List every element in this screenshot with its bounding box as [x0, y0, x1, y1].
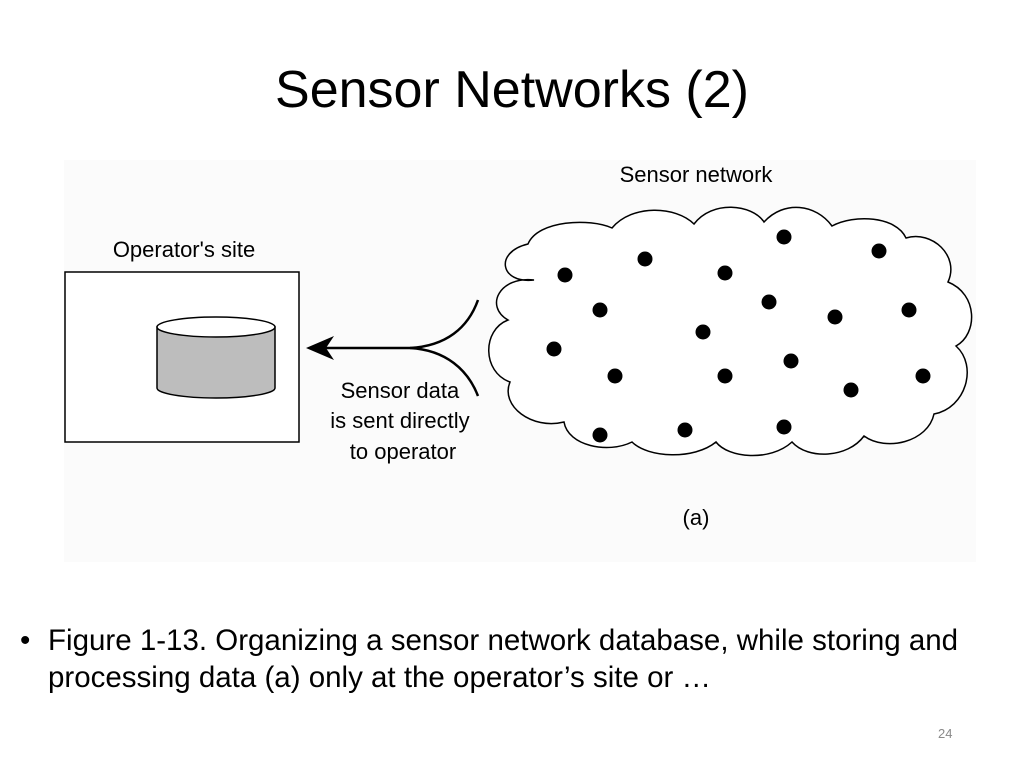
data-flow-arrow [320, 299, 480, 397]
database-icon [156, 316, 276, 399]
sensor-node [761, 294, 777, 310]
arrow-head-icon [306, 336, 334, 360]
sensor-node [717, 368, 733, 384]
sensor-node [776, 419, 792, 435]
sensor-node [827, 309, 843, 325]
operator-site-label: Operator's site [113, 237, 255, 262]
arrow-caption: Sensor data is sent directly to operator [330, 378, 476, 464]
sensor-node [637, 251, 653, 267]
sensor-node [901, 302, 917, 318]
diagram-canvas: Sensor network [64, 162, 973, 530]
sensor-node [695, 324, 711, 340]
bullet-item: • Figure 1-13. Organizing a sensor netwo… [20, 622, 1010, 696]
sensor-node [592, 427, 608, 443]
sensor-network-figure: Sensor network [64, 160, 976, 562]
arrow-caption-line: is sent directly [330, 408, 469, 433]
sensor-node [607, 368, 623, 384]
sensor-node [783, 353, 799, 369]
slide-title: Sensor Networks (2) [275, 61, 749, 119]
sensor-network-cloud [488, 206, 973, 457]
sensor-node [915, 368, 931, 384]
arrow-caption-line: Sensor data [341, 378, 460, 403]
bullet-icon: • [20, 624, 31, 657]
sensor-node [546, 341, 562, 357]
bullet-text: Figure 1-13. Organizing a sensor network… [48, 624, 959, 694]
page-number: 24 [938, 726, 953, 741]
sensor-node [717, 265, 733, 281]
sensor-node [557, 267, 573, 283]
sensor-node [677, 422, 693, 438]
sensor-nodes [546, 229, 931, 443]
sensor-node [592, 302, 608, 318]
sensor-node [871, 243, 887, 259]
arrow-caption-line: to operator [350, 439, 456, 464]
figure-sublabel: (a) [683, 505, 710, 530]
sensor-node [776, 229, 792, 245]
sensor-node [843, 382, 859, 398]
cloud-label: Sensor network [620, 162, 774, 187]
